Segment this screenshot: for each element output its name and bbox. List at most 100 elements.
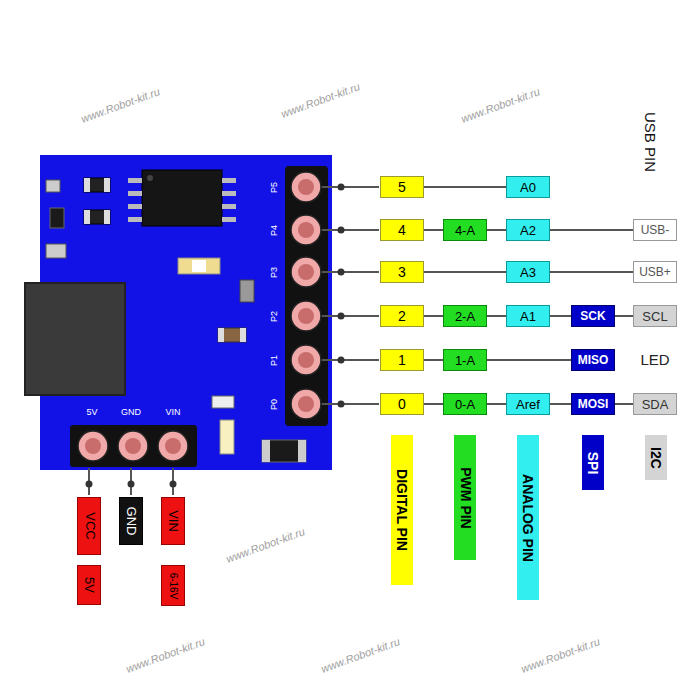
connector-line [487, 316, 506, 317]
connector-line [487, 230, 506, 231]
pin-function-box: SCL [633, 305, 677, 327]
legend-text: DIGITAL PIN [394, 469, 410, 551]
pin-function-box: 5 [380, 176, 424, 198]
pin-function-box: 2-A [443, 305, 487, 327]
pin-function-box: SCK [571, 305, 615, 327]
power-pin-box: 5V [77, 565, 101, 605]
watermark: www.Robot-kit.ru [79, 85, 162, 126]
connector-stroke [550, 229, 633, 231]
watermark: www.Robot-kit.ru [519, 635, 602, 676]
silkscreen-label: VIN [166, 407, 181, 418]
pin-function-box: 0 [380, 393, 424, 415]
connector-line [487, 360, 571, 361]
silkscreen-label: P3 [269, 266, 280, 277]
pin-label: 2 [398, 308, 406, 324]
pin-function-box: 0-A [443, 393, 487, 415]
silkscreen-label: P4 [269, 224, 280, 235]
pin-function-box: MISO [571, 349, 615, 371]
pin-function-text: LED [641, 351, 670, 369]
pin-function-box: MOSI [571, 393, 615, 415]
connector-stroke [550, 403, 571, 405]
pin-function-box: SDA [633, 393, 677, 415]
pin-label: A1 [520, 309, 536, 324]
pin-function-box: A2 [506, 219, 550, 241]
silkscreen-label: P2 [269, 310, 280, 321]
connector-stroke [615, 403, 633, 405]
pin-label: 4-A [455, 223, 475, 238]
connector-line [424, 230, 443, 231]
watermark: www.Robot-kit.ru [279, 80, 362, 121]
pin-function-box: 2 [380, 305, 424, 327]
pin-label: 5 [398, 179, 406, 195]
pin-label: SCK [580, 309, 605, 323]
connector-line [424, 360, 443, 361]
watermark: www.Robot-kit.ru [319, 635, 402, 676]
connector-stroke [424, 315, 443, 317]
pin-label: GND [123, 507, 139, 536]
pin-function-box: USB- [633, 219, 677, 241]
pin-label: 2-A [455, 309, 475, 324]
silkscreen-label: GND [121, 407, 141, 418]
connector-line [550, 230, 633, 231]
legend-swatch: SPI [582, 435, 604, 490]
silkscreen-label: P5 [269, 181, 280, 192]
pin-label: SCL [642, 309, 667, 324]
pin-function-box: A1 [506, 305, 550, 327]
pin-label: 0-A [455, 397, 475, 412]
connector-line [550, 316, 571, 317]
pin-function-box: A3 [506, 261, 550, 283]
pin-function-box: 1-A [443, 349, 487, 371]
connector-stroke [487, 359, 571, 361]
connector-line [615, 404, 633, 405]
connector-stroke [424, 359, 443, 361]
connector-stroke [615, 315, 633, 317]
watermark: www.Robot-kit.ru [224, 525, 307, 566]
watermark: www.Robot-kit.ru [124, 635, 207, 676]
pin-function-box: 3 [380, 261, 424, 283]
pin-label: VIN [165, 510, 181, 532]
pin-label: MISO [578, 353, 609, 367]
connector-stroke [550, 271, 633, 273]
pin-label: MOSI [578, 397, 609, 411]
power-pin-box: 6-16V [161, 565, 185, 606]
connector-stroke [424, 229, 443, 231]
connector-line [424, 316, 443, 317]
power-pin-box: VIN [161, 497, 185, 545]
pin-function-box: 4-A [443, 219, 487, 241]
connector-line [615, 316, 633, 317]
pin-label: 6-16V [165, 572, 181, 599]
legend-text: I2C [648, 447, 664, 469]
connector-stroke [487, 403, 506, 405]
connector-line [487, 404, 506, 405]
pin-label: 1-A [455, 353, 475, 368]
legend-swatch: ANALOG PIN [517, 435, 539, 600]
pin-function-box: 4 [380, 219, 424, 241]
legend-swatch: PWM PIN [454, 435, 476, 560]
pin-label: Aref [516, 397, 540, 412]
pin-label: 1 [398, 352, 406, 368]
connector-stroke [424, 186, 506, 188]
power-pin-box: GND [119, 497, 143, 545]
connector-line [550, 404, 571, 405]
pin-function-box: Aref [506, 393, 550, 415]
pin-function-box: 1 [380, 349, 424, 371]
watermark: www.Robot-kit.ru [459, 85, 542, 126]
pin-function-box: A0 [506, 176, 550, 198]
legend-text: SPI [585, 451, 601, 474]
connector-stroke [487, 315, 506, 317]
connector-stroke [424, 271, 506, 273]
connector-line [424, 187, 506, 188]
legend-swatch: I2C [645, 435, 667, 480]
power-pin-box: VCC [77, 497, 101, 555]
connector-stroke [487, 229, 506, 231]
pin-label: A2 [520, 223, 536, 238]
pin-label: 5V [81, 577, 97, 593]
pin-label: 3 [398, 264, 406, 280]
pin-label: 4 [398, 222, 406, 238]
connector-stroke [424, 403, 443, 405]
legend-swatch: DIGITAL PIN [391, 435, 413, 585]
legend-text: ANALOG PIN [520, 474, 536, 562]
connector-line [550, 272, 633, 273]
silkscreen-label: P0 [269, 398, 280, 409]
section-heading: USB PIN [641, 112, 659, 172]
